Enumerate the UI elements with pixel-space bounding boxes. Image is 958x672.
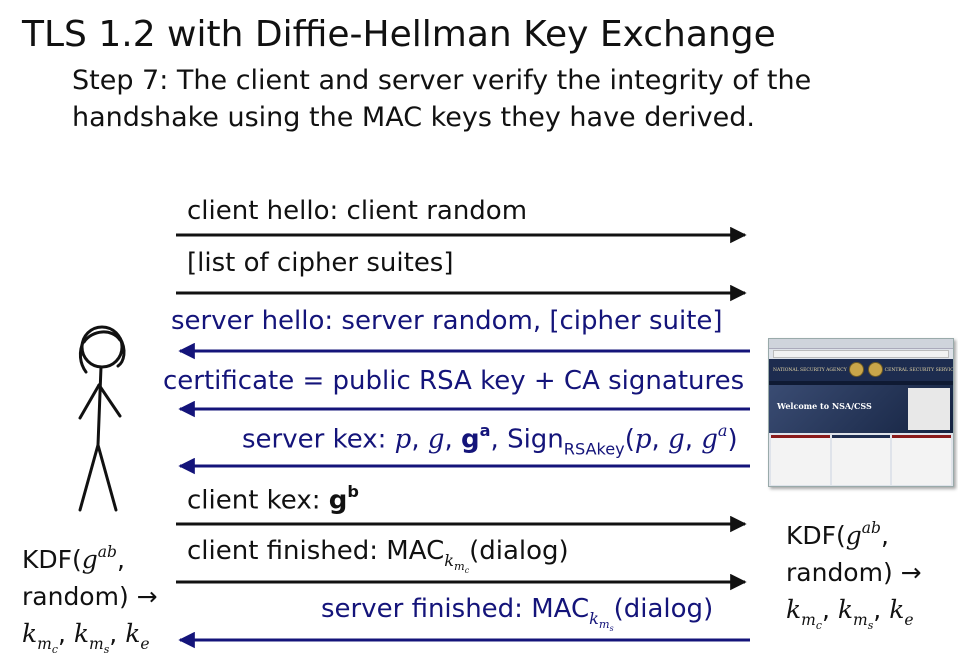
kdf-server: KDF(gab, random) → kmc, kms, ke xyxy=(786,519,922,632)
site-hero: Welcome to NSA/CSS xyxy=(769,385,953,433)
msg-server-kex: server kex: p, g, ga, SignRSAkey(p, g, g… xyxy=(242,421,738,459)
site-nav xyxy=(769,381,953,385)
msg-cipher-list: [list of cipher suites] xyxy=(187,248,454,278)
page-title: TLS 1.2 with Diffie-Hellman Key Exchange xyxy=(22,14,776,55)
stick-figure-icon xyxy=(78,325,126,512)
seal-icon xyxy=(867,361,883,377)
msg-client-finished: client finished: MACkmc(dialog) xyxy=(187,536,569,575)
browser-url-bar xyxy=(773,350,949,358)
msg-client-hello: client hello: client random xyxy=(187,196,528,226)
msg-server-hello: server hello: server random, [cipher sui… xyxy=(171,306,723,336)
site-columns xyxy=(769,433,953,486)
step-description: Step 7: The client and server verify the… xyxy=(72,65,812,133)
msg-client-kex: client kex: gb xyxy=(187,482,359,516)
msg-server-finished: server finished: MACkms(dialog) xyxy=(321,594,714,633)
browser-chrome xyxy=(769,339,953,349)
seal-icon xyxy=(848,361,864,377)
kdf-client: KDF(gab, random) → kmc, kms, ke xyxy=(22,543,158,656)
msg-certificate: certificate = public RSA key + CA signat… xyxy=(163,366,745,396)
